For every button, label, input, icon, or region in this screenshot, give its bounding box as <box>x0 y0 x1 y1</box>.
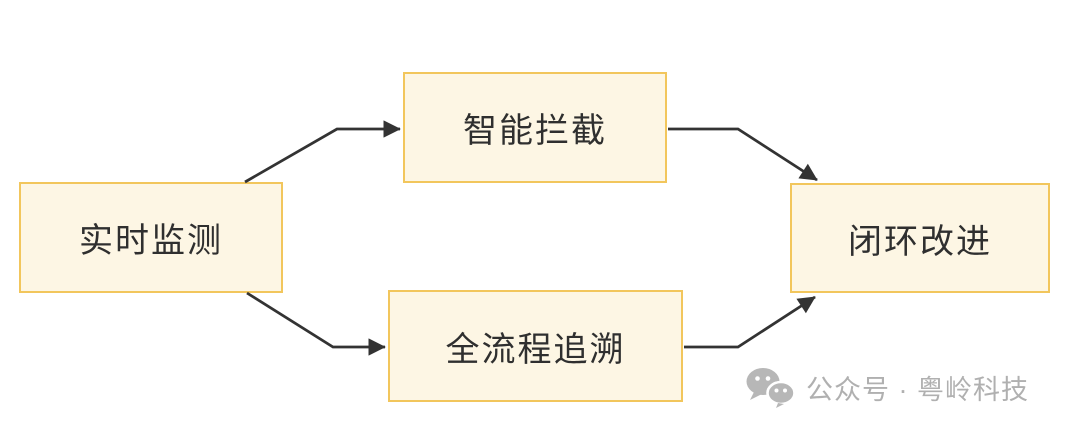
edge-intercept-to-improve <box>668 127 818 182</box>
node-full-process-traceability: 全流程追溯 <box>388 290 683 402</box>
node-label: 智能拦截 <box>463 112 607 150</box>
edge-realtime-to-intercept <box>244 120 401 184</box>
node-label: 实时监测 <box>79 222 223 260</box>
edge-trace-to-improve <box>684 295 816 349</box>
node-realtime-monitoring: 实时监测 <box>19 182 283 293</box>
node-label: 全流程追溯 <box>445 330 626 369</box>
node-label: 闭环改进 <box>848 222 992 261</box>
watermark: 公众号 · 粤岭科技 <box>744 364 1029 410</box>
edge-realtime-to-trace <box>246 291 386 356</box>
node-closed-loop-improvement: 闭环改进 <box>790 183 1050 293</box>
node-intelligent-interception: 智能拦截 <box>403 72 667 183</box>
wechat-icon <box>744 366 796 408</box>
watermark-text: 公众号 · 粤岭科技 <box>806 374 1029 405</box>
